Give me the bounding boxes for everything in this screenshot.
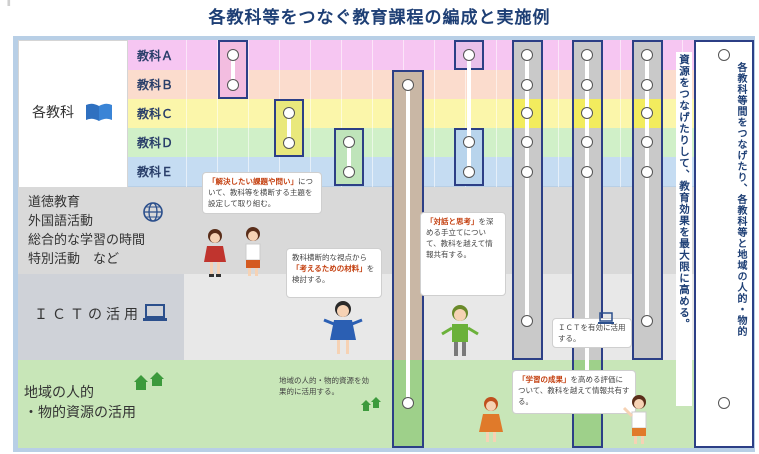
connector-dot (402, 397, 414, 409)
community-line-2: ・物的資源の活用 (24, 405, 136, 421)
page-title: 各教科等をつなぐ教育課程の編成と実施例 (208, 8, 551, 28)
subject-label-a: 教科Ａ (137, 49, 174, 63)
callout-dialogue-text: を深める手立てについて、教科を越えて情報共有する。 (426, 217, 494, 259)
callout-dialogue: 「対話と思考」を深める手立てについて、教科を越えて情報共有する。 (420, 212, 506, 296)
moral-line-4: 特別活動 など (28, 252, 120, 267)
connector-dot (521, 49, 533, 61)
subject-label-d: 教科Ｄ (137, 136, 174, 150)
student-green-figure-icon (441, 305, 479, 356)
connector-dot (521, 136, 533, 148)
connector-dot (227, 49, 239, 61)
connector-line-10 (722, 55, 726, 403)
boy-orange-figure-icon (622, 395, 647, 444)
connector-dot (581, 166, 593, 178)
moral-line-3: 総合的な学習の時間 (28, 233, 146, 248)
connector-dot (283, 137, 295, 149)
connector-dot (641, 136, 653, 148)
callout-problem: 「解決したい課題や問い」について、教科等を横断する主題を設定して取り組む。 (202, 172, 322, 214)
houses-icon (134, 372, 164, 390)
connector-dot (581, 79, 593, 91)
connector-dot (521, 79, 533, 91)
connector-dot (521, 107, 533, 119)
connector-dot (641, 107, 653, 119)
globe-icon (143, 202, 163, 222)
subject-grid (186, 40, 686, 188)
connector-dot (641, 49, 653, 61)
callout-ict: ＩＣＴを有効に活用する。 (552, 318, 632, 348)
girl-orange-figure-icon (479, 397, 503, 442)
connector-dot (718, 49, 730, 61)
moral-line-2: 外国語活動 (28, 214, 94, 229)
callout-problem-highlight: 「解決したい課題や問い」 (208, 177, 298, 186)
connector-dot (343, 136, 355, 148)
callout-materials-text: を検討する。 (292, 264, 375, 284)
connector-line-7 (525, 55, 529, 321)
connector-line-5 (467, 55, 471, 172)
subjects-label: 各教科 (32, 105, 74, 121)
callout-community-text: 地域の人的・物的資源を効果的に活用する。 (279, 376, 369, 396)
connector-dot (641, 79, 653, 91)
connector-line-9 (645, 55, 649, 321)
connector-dot (463, 166, 475, 178)
callout-community: 地域の人的・物的資源を効果的に活用する。 (274, 372, 374, 402)
book-icon (86, 103, 112, 121)
connector-line-3 (347, 142, 351, 172)
community-line-1: 地域の人的 (24, 385, 94, 401)
header-corner-text: T (4, 0, 14, 10)
ict-label: ＩＣＴの活用 (34, 307, 142, 323)
connector-dot (581, 107, 593, 119)
connector-dot (641, 166, 653, 178)
connector-dot (521, 315, 533, 327)
laptop-icon (598, 312, 614, 324)
connector-dot (581, 49, 593, 61)
girl-figure-icon (204, 229, 226, 277)
right-summary-col-1: 各教科等間をつなげたり、各教科等と地域の人的・物的 (735, 62, 746, 337)
connector-dot (227, 79, 239, 91)
connector-dot (463, 49, 475, 61)
connector-dot (641, 315, 653, 327)
connector-dot (463, 136, 475, 148)
callout-results: 「学習の成果」を高める評価について、教科を越えて情報共有する。 (512, 370, 636, 414)
callout-materials: 教科横断的な視点から 「考えるための材料」を検討する。 (286, 248, 382, 298)
laptop-icon (143, 304, 167, 321)
connector-dot (718, 397, 730, 409)
connector-dot (343, 166, 355, 178)
connector-dot (402, 79, 414, 91)
connector-dot (581, 136, 593, 148)
connector-line-1 (231, 55, 235, 85)
connector-dot (283, 107, 295, 119)
connector-line-2 (287, 113, 291, 143)
connector-dot (521, 166, 533, 178)
connector-line-4 (406, 85, 410, 403)
moral-line-1: 道徳教育 (28, 195, 81, 210)
student-figure-icon (323, 301, 363, 354)
callout-problem-text: について、教科等を横断する主題を設定して取り組む。 (208, 177, 313, 208)
boy-figure-icon (245, 227, 261, 276)
subject-label-c: 教科Ｃ (137, 107, 174, 121)
callout-materials-pre: 教科横断的な視点から (292, 253, 367, 262)
houses-icon (361, 397, 381, 411)
callout-dialogue-highlight: 「対話と思考」 (426, 217, 479, 226)
callout-results-text: を高める評価について、教科を越えて情報共有する。 (518, 375, 630, 406)
callout-results-highlight: 「学習の成果」 (518, 375, 571, 384)
connector-line-8 (585, 55, 589, 403)
callout-ict-text: ＩＣＴを有効に活用する。 (558, 323, 626, 343)
right-summary-col-2: 資源をつなげたりして、教育効果を最大限に高める。 (676, 52, 692, 406)
subject-label-b: 教科Ｂ (137, 78, 174, 92)
callout-materials-highlight: 「考えるための材料」 (292, 264, 367, 273)
subject-label-e: 教科Ｅ (137, 165, 174, 179)
